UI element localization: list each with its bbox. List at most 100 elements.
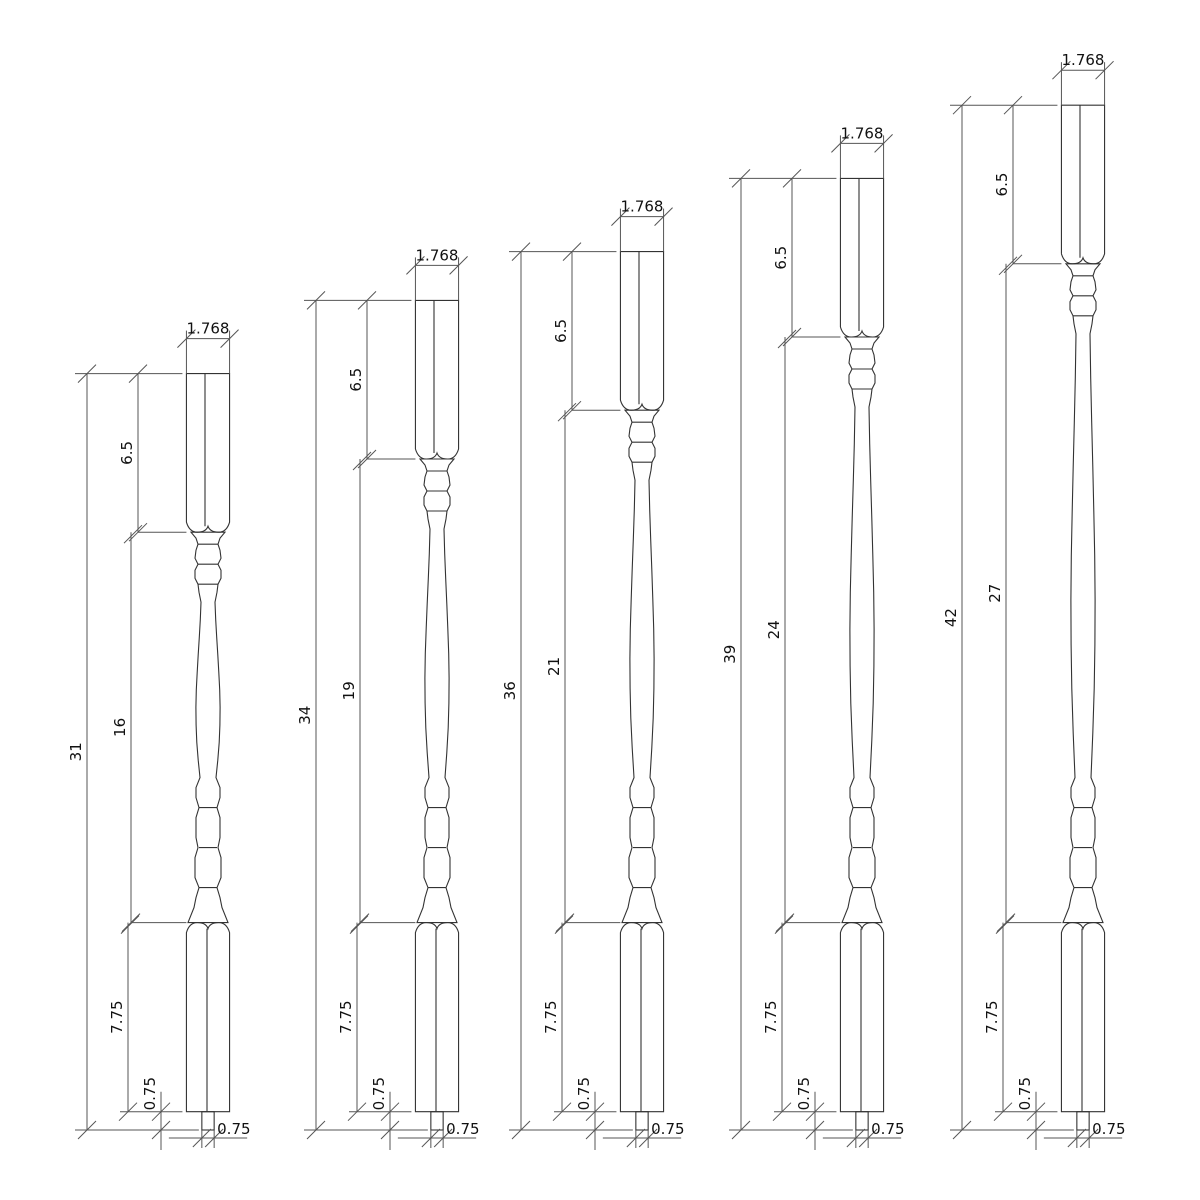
dimension-label: 7.75	[983, 1000, 1001, 1033]
dimension-label: 6.5	[993, 173, 1011, 197]
dimension-label: 16	[111, 718, 129, 737]
dimension-label: 0.75	[1092, 1120, 1125, 1138]
dimension-tick	[874, 134, 893, 153]
dowel-pin	[1076, 1111, 1090, 1131]
dimension-tick	[406, 256, 425, 275]
top-square-block	[1060, 104, 1106, 265]
dimension-tick	[777, 329, 797, 349]
dimension-label: 0.75	[871, 1120, 904, 1138]
bottom-square-block	[414, 922, 460, 1113]
dimension-tick	[858, 1128, 878, 1148]
dimension-label: 36	[501, 681, 519, 700]
turned-spindle	[187, 531, 229, 924]
bottom-square-block	[1060, 922, 1106, 1113]
dimension-label: 6.5	[347, 368, 365, 392]
dimension-label: 24	[765, 620, 783, 639]
dimension-label: 0.75	[795, 1077, 813, 1110]
dimension-tick	[585, 1120, 605, 1140]
dimension-label: 7.75	[108, 1000, 126, 1033]
dimension-tick	[995, 915, 1015, 934]
turned-spindle	[841, 336, 883, 924]
dimension-tick	[1052, 60, 1071, 80]
dimension-tick	[1095, 60, 1114, 80]
dimension-tick	[433, 1128, 453, 1148]
dimension-label: 0.75	[370, 1077, 388, 1110]
dimension-label: 1.768	[1062, 51, 1105, 69]
dimension-label: 6.5	[552, 319, 570, 343]
dimension-tick	[421, 1128, 441, 1148]
dimension-label: 0.75	[575, 1077, 593, 1110]
dimension-label: 0.75	[651, 1120, 684, 1138]
dimension-label: 7.75	[762, 1000, 780, 1033]
dimension-tick	[654, 207, 673, 226]
dimension-label: 21	[545, 657, 563, 676]
dimension-label: 42	[942, 608, 960, 627]
dimension-tick	[380, 1102, 400, 1122]
dimension-label: 7.75	[337, 1000, 355, 1033]
top-square-block	[839, 177, 885, 338]
dimension-tick	[357, 291, 377, 310]
baluster-36: 36 6.5 21 7.75 0.75 0.75 1.768	[501, 198, 685, 1150]
dimension-label: 34	[296, 706, 314, 725]
dowel-pin	[855, 1111, 869, 1131]
dimension-label: 6.5	[772, 246, 790, 270]
bottom-square-block	[619, 922, 665, 1113]
dimension-tick	[128, 364, 148, 383]
dimension-label: 31	[67, 742, 85, 761]
dimension-label: 0.75	[446, 1120, 479, 1138]
dimension-label: 1.768	[416, 246, 459, 264]
dimension-tick	[449, 256, 468, 275]
turned-spindle	[621, 409, 663, 924]
dimension-tick	[805, 1120, 825, 1140]
dimension-tick	[846, 1128, 866, 1148]
dimension-tick	[782, 169, 802, 188]
dimension-label: 39	[721, 645, 739, 664]
baluster-42: 42 6.5 27 7.75 0.75 0.75 1.768	[942, 51, 1126, 1150]
dowel-pin	[635, 1111, 649, 1131]
dimension-tick	[204, 1128, 224, 1148]
dimension-tick	[557, 402, 577, 422]
dimension-tick	[611, 207, 630, 226]
dimension-tick	[349, 915, 369, 934]
dimension-tick	[177, 329, 196, 348]
dimension-label: 0.75	[141, 1077, 159, 1110]
baluster-34: 34 6.5 19 7.75 0.75 0.75 1.768	[296, 246, 480, 1150]
dimension-tick	[1067, 1128, 1087, 1148]
dimension-tick	[774, 915, 794, 934]
dimension-label: 6.5	[118, 441, 136, 465]
dimension-tick	[1003, 95, 1023, 115]
top-square-block	[619, 251, 665, 411]
dimension-tick	[562, 242, 582, 261]
dimension-label: 0.75	[217, 1120, 250, 1138]
dimension-tick	[831, 134, 850, 153]
turned-spindle	[416, 458, 458, 924]
top-square-block	[414, 299, 460, 460]
dimension-tick	[585, 1102, 605, 1122]
dimension-label: 27	[986, 584, 1004, 603]
dimension-tick	[220, 329, 239, 348]
dimension-label: 0.75	[1016, 1077, 1034, 1110]
dimension-tick	[151, 1120, 171, 1140]
dimension-tick	[554, 915, 574, 934]
dimension-tick	[805, 1102, 825, 1122]
dimension-label: 7.75	[542, 1000, 560, 1033]
dimension-tick	[638, 1128, 658, 1148]
dimension-label: 19	[340, 681, 358, 700]
dimension-tick	[380, 1120, 400, 1140]
top-square-block	[185, 373, 231, 533]
dimension-tick	[123, 524, 143, 544]
bottom-square-block	[185, 922, 231, 1113]
dimension-tick	[998, 256, 1018, 276]
dowel-pin	[201, 1111, 215, 1131]
dimension-tick	[151, 1102, 171, 1122]
dimension-label: 1.768	[621, 198, 664, 216]
dimension-tick	[1026, 1120, 1046, 1140]
dowel-pin	[430, 1111, 444, 1131]
dimension-tick	[192, 1128, 212, 1148]
turned-spindle	[1062, 263, 1104, 924]
bottom-square-block	[839, 922, 885, 1113]
dimension-tick	[1026, 1102, 1046, 1122]
